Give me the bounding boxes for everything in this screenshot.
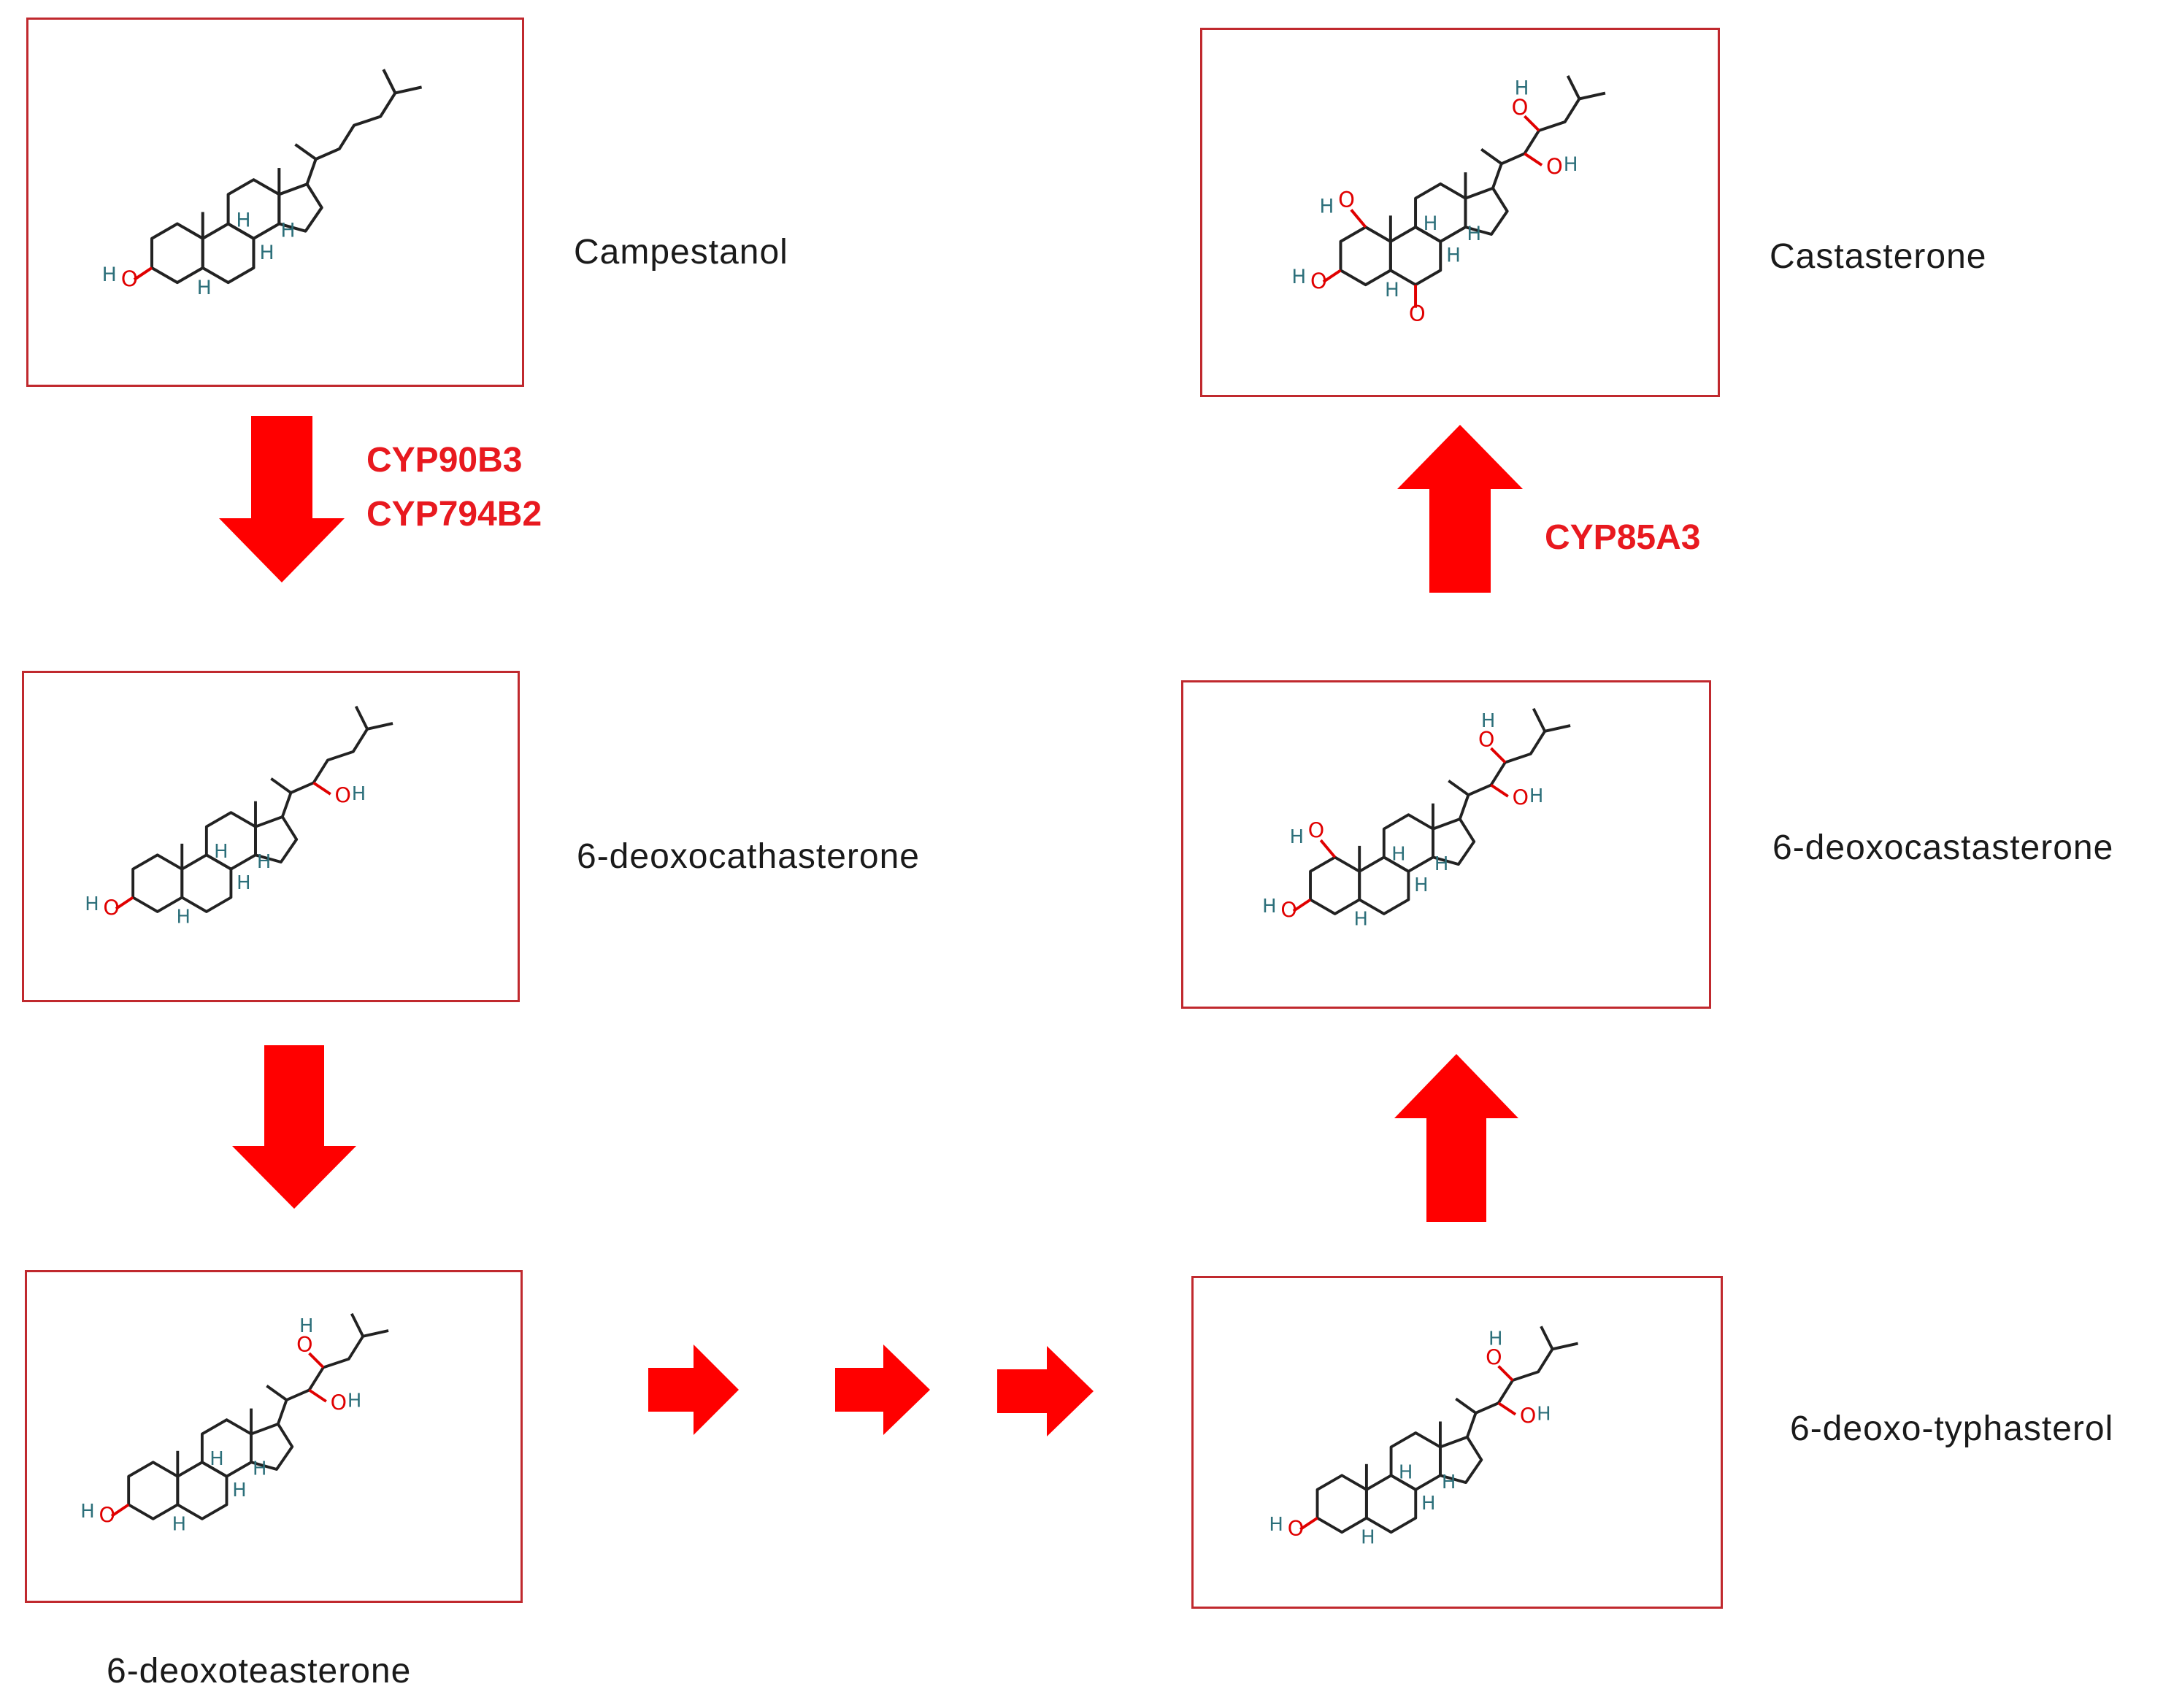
deoxocastasterone-label: 6-deoxocastasterone: [1772, 828, 2114, 867]
deoxotyphasterol-label: 6-deoxo-typhasterol: [1790, 1409, 2114, 1448]
enzyme-label-cyp85a3: CYP85A3: [1545, 518, 1701, 557]
svg-text:H: H: [210, 1448, 223, 1470]
svg-text:O: O: [1308, 818, 1324, 842]
svg-text:H: H: [1421, 1493, 1435, 1515]
castasterone-label: Castasterone: [1770, 237, 1987, 276]
svg-text:H: H: [80, 1501, 94, 1523]
svg-text:H: H: [1291, 266, 1306, 288]
svg-text:H: H: [257, 851, 271, 873]
svg-text:H: H: [1446, 245, 1461, 267]
svg-text:H: H: [253, 1458, 266, 1480]
svg-text:H: H: [1269, 1514, 1283, 1536]
svg-text:H: H: [237, 872, 250, 894]
campestanol-label: Campestanol: [574, 233, 788, 272]
deoxocathasterone-label: 6-deoxocathasterone: [577, 837, 920, 876]
svg-text:H: H: [1399, 1461, 1413, 1483]
arrow-right-step-1: [648, 1345, 739, 1435]
deoxoteasterone-label: 6-deoxoteasterone: [107, 1652, 412, 1690]
svg-text:H: H: [1481, 710, 1495, 732]
svg-text:O: O: [1513, 786, 1529, 810]
arrow-right-step-3: [997, 1346, 1094, 1436]
svg-text:H: H: [352, 783, 366, 805]
svg-text:H: H: [232, 1480, 246, 1501]
arrow-right-step-2: [835, 1345, 930, 1435]
svg-text:H: H: [85, 893, 99, 915]
svg-text:H: H: [1488, 1328, 1502, 1350]
svg-text:H: H: [172, 1513, 186, 1535]
svg-text:H: H: [177, 906, 191, 928]
svg-text:O: O: [1546, 154, 1563, 179]
svg-text:O: O: [1512, 95, 1529, 120]
svg-text:O: O: [1310, 269, 1327, 293]
svg-text:H: H: [197, 277, 212, 299]
svg-text:O: O: [103, 896, 119, 920]
svg-text:O: O: [1486, 1346, 1502, 1370]
svg-text:H: H: [1414, 874, 1428, 896]
svg-text:H: H: [1262, 896, 1276, 918]
arrow-up-deoxotyphasterol-to-deoxocastasterone: [1394, 1054, 1518, 1222]
svg-text:H: H: [347, 1390, 361, 1412]
arrow-down-deoxocathasterone-to-deoxoteasterone: [232, 1045, 356, 1209]
svg-text:H: H: [1385, 280, 1399, 301]
svg-text:O: O: [1478, 728, 1494, 752]
svg-text:H: H: [1537, 1404, 1551, 1426]
svg-text:H: H: [1442, 1472, 1456, 1493]
svg-text:O: O: [1409, 301, 1426, 326]
svg-text:O: O: [331, 1391, 347, 1415]
svg-text:O: O: [121, 266, 138, 291]
svg-text:H: H: [1424, 213, 1438, 235]
enzyme-label-cyp90b3: CYP90B3: [366, 441, 523, 480]
svg-text:H: H: [299, 1315, 313, 1337]
svg-text:H: H: [236, 209, 250, 232]
svg-text:H: H: [214, 841, 228, 863]
svg-text:H: H: [1564, 154, 1578, 176]
svg-text:H: H: [1434, 853, 1448, 875]
svg-text:O: O: [335, 784, 351, 808]
svg-text:H: H: [1391, 843, 1405, 865]
svg-text:H: H: [102, 263, 117, 286]
svg-text:H: H: [1467, 223, 1481, 245]
svg-text:H: H: [1515, 77, 1529, 99]
svg-text:H: H: [1290, 826, 1304, 848]
svg-text:O: O: [1280, 899, 1296, 923]
svg-text:H: H: [1319, 196, 1334, 218]
svg-text:H: H: [260, 242, 274, 264]
svg-text:O: O: [1520, 1404, 1536, 1428]
enzyme-label-cyp794b2: CYP794B2: [366, 495, 542, 534]
svg-text:O: O: [1338, 188, 1355, 212]
svg-text:O: O: [99, 1503, 115, 1527]
svg-text:H: H: [1529, 785, 1543, 807]
arrow-down-campestanol-to-deoxocathasterone: [219, 416, 345, 582]
svg-text:O: O: [296, 1333, 312, 1357]
svg-text:H: H: [1353, 908, 1367, 930]
svg-text:O: O: [1288, 1517, 1304, 1541]
svg-text:H: H: [280, 220, 295, 242]
svg-text:H: H: [1361, 1527, 1375, 1549]
arrow-up-deoxocastasterone-to-castasterone: [1397, 425, 1523, 593]
